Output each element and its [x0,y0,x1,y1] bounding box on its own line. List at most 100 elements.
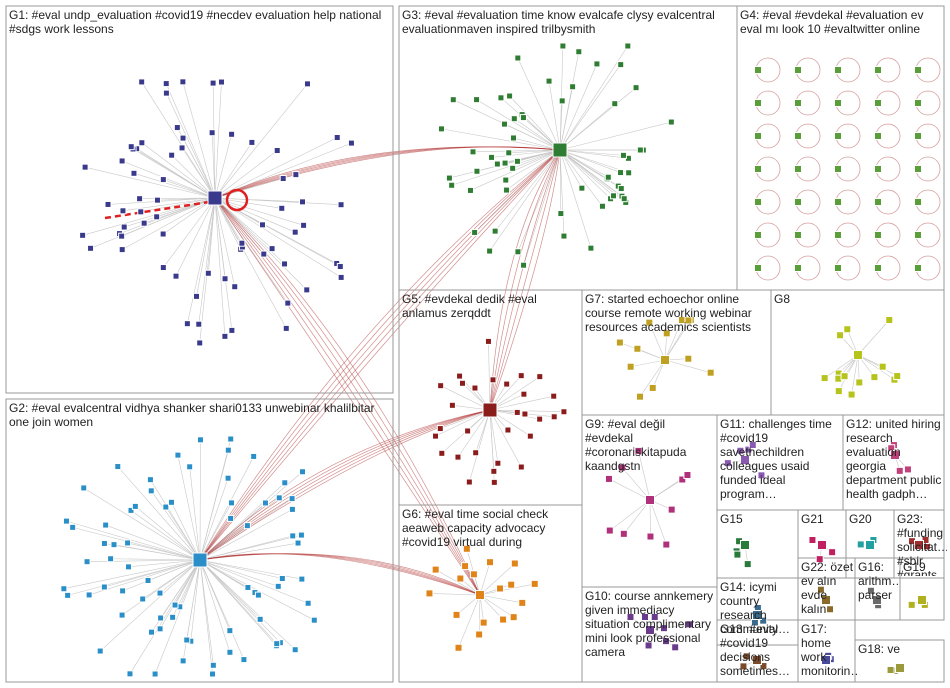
node-g3-29 [506,92,514,100]
node-g12-1 [903,465,912,474]
node-g3-36 [469,148,477,156]
intergroup-edge-4-3 [199,409,491,561]
node-g10-1 [660,624,669,633]
node-g3-45 [632,84,640,92]
edge-g5-13 [457,409,491,458]
node-g4-9 [914,99,922,107]
node-g15-2 [743,560,752,569]
node-g3-2 [559,42,567,50]
node-g5-10 [438,449,446,457]
node-g2-0 [85,591,93,599]
node-g5-19 [490,478,498,486]
node-g1-68 [119,207,127,215]
edge-g3-36 [472,149,561,153]
edge-g7-9 [664,359,711,373]
node-g2-22 [147,487,155,495]
dashed-edge-g1 [104,200,210,220]
edge-g1-28 [214,197,304,226]
node-g4-7 [834,99,842,107]
edge-g2-28 [165,506,201,561]
node-g3-49 [497,94,505,102]
node-g9-7 [604,474,613,483]
node-g1-34 [204,269,212,277]
node-g3-25 [617,61,625,69]
node-g5-29 [494,459,502,467]
node-g3-55 [620,195,628,203]
node-g4-0 [754,66,762,74]
node-g2-35 [209,670,217,678]
node-g20-0 [856,540,865,549]
node-g1-21 [336,263,344,271]
edge-g2-70 [105,524,201,561]
node-g3-46 [491,227,499,235]
node-g1-39 [209,79,217,87]
node-g2-15 [261,499,269,507]
edge-g2-71 [199,559,261,620]
node-g14-1 [750,618,759,627]
node-g22-1 [826,605,835,614]
intergroup-edge-2-1 [214,197,481,596]
node-g2-66 [179,657,187,665]
node-g6-16 [454,643,463,652]
node-g5-18 [458,379,466,387]
edge-g6-1 [478,594,481,635]
node-g7-3 [635,392,644,401]
node-g2-70 [102,521,110,529]
node-g1-36 [195,320,203,328]
node-g9-8 [683,470,692,479]
node-g4-8 [874,99,882,107]
node-g2-6 [226,627,234,635]
node-g1-5 [183,320,191,328]
edge-g1-22 [214,197,226,337]
edge-g1-63 [214,197,226,279]
node-layer [60,42,931,678]
node-g18-hub [895,663,905,673]
intergroup-edge-1-2 [199,149,561,561]
node-g3-30 [520,261,528,269]
node-g2-16 [83,558,91,566]
node-g4-30 [754,264,762,272]
node-g7-11 [626,362,635,371]
node-g1-44 [196,339,204,347]
node-g2-65 [224,446,232,454]
node-g4-24 [914,198,922,206]
edge-g2-55 [199,559,214,666]
node-g3-7 [625,169,633,177]
node-g9-5 [634,446,643,455]
edge-g1-20 [163,197,216,268]
node-g3-48 [569,83,577,91]
node-g2-71 [256,615,264,623]
edge-g9-9 [609,499,651,531]
edge-g1-10 [214,197,241,250]
edge-g8-8 [857,354,895,380]
node-g6-hub [475,590,485,600]
intergroup-edge-4-1 [199,409,491,561]
edge-g2-3 [190,559,201,642]
node-g6-8 [499,615,508,624]
node-g2-43 [118,611,126,619]
node-g5-6 [520,390,528,398]
edge-g2-37 [130,510,201,561]
node-g3-56 [558,97,566,105]
edge-g6-11 [479,583,535,596]
intergroup-edge-5-4 [489,149,561,411]
edge-g3-53 [559,51,580,151]
edge-g7-8 [649,322,666,361]
group-box-g1 [5,5,394,394]
edge-g2-61 [83,487,201,561]
node-g3-31 [510,115,518,123]
node-g1-49 [127,143,135,151]
edge-g2-24 [110,558,201,561]
node-g1-65 [238,239,246,247]
node-g1-23 [137,208,145,216]
intergroup-edge-1-4 [199,149,561,561]
node-g2-72 [250,452,258,460]
node-g4-14 [914,132,922,140]
node-g5-5 [550,392,558,400]
edge-g2-69 [159,559,201,629]
node-g11-4 [736,446,745,455]
node-g1-66 [168,151,176,159]
node-g21-1 [815,555,824,564]
edge-g3-33 [559,149,624,156]
node-g2-54 [186,463,194,471]
